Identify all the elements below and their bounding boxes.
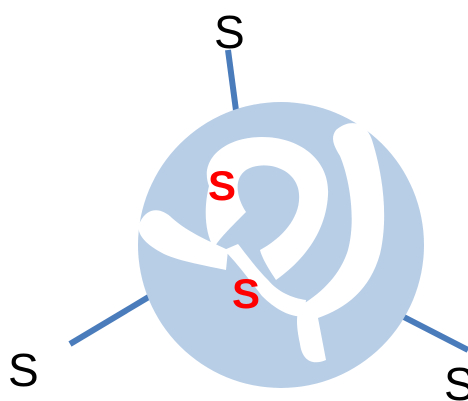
core-label-lower: S (232, 270, 260, 317)
arm-bond-right (396, 311, 468, 353)
arm-label-left: S (8, 344, 39, 396)
channel-right (297, 123, 385, 363)
channel-left (138, 210, 228, 270)
arm-bond-top (225, 49, 240, 119)
arm-label-top: S (214, 6, 245, 58)
channel-lower (224, 244, 306, 317)
arm-bond-left (68, 292, 154, 347)
core-channels (138, 123, 385, 363)
core-label-upper: S (208, 162, 236, 209)
arm-label-right: S (444, 358, 468, 401)
channel-arc (205, 137, 329, 280)
